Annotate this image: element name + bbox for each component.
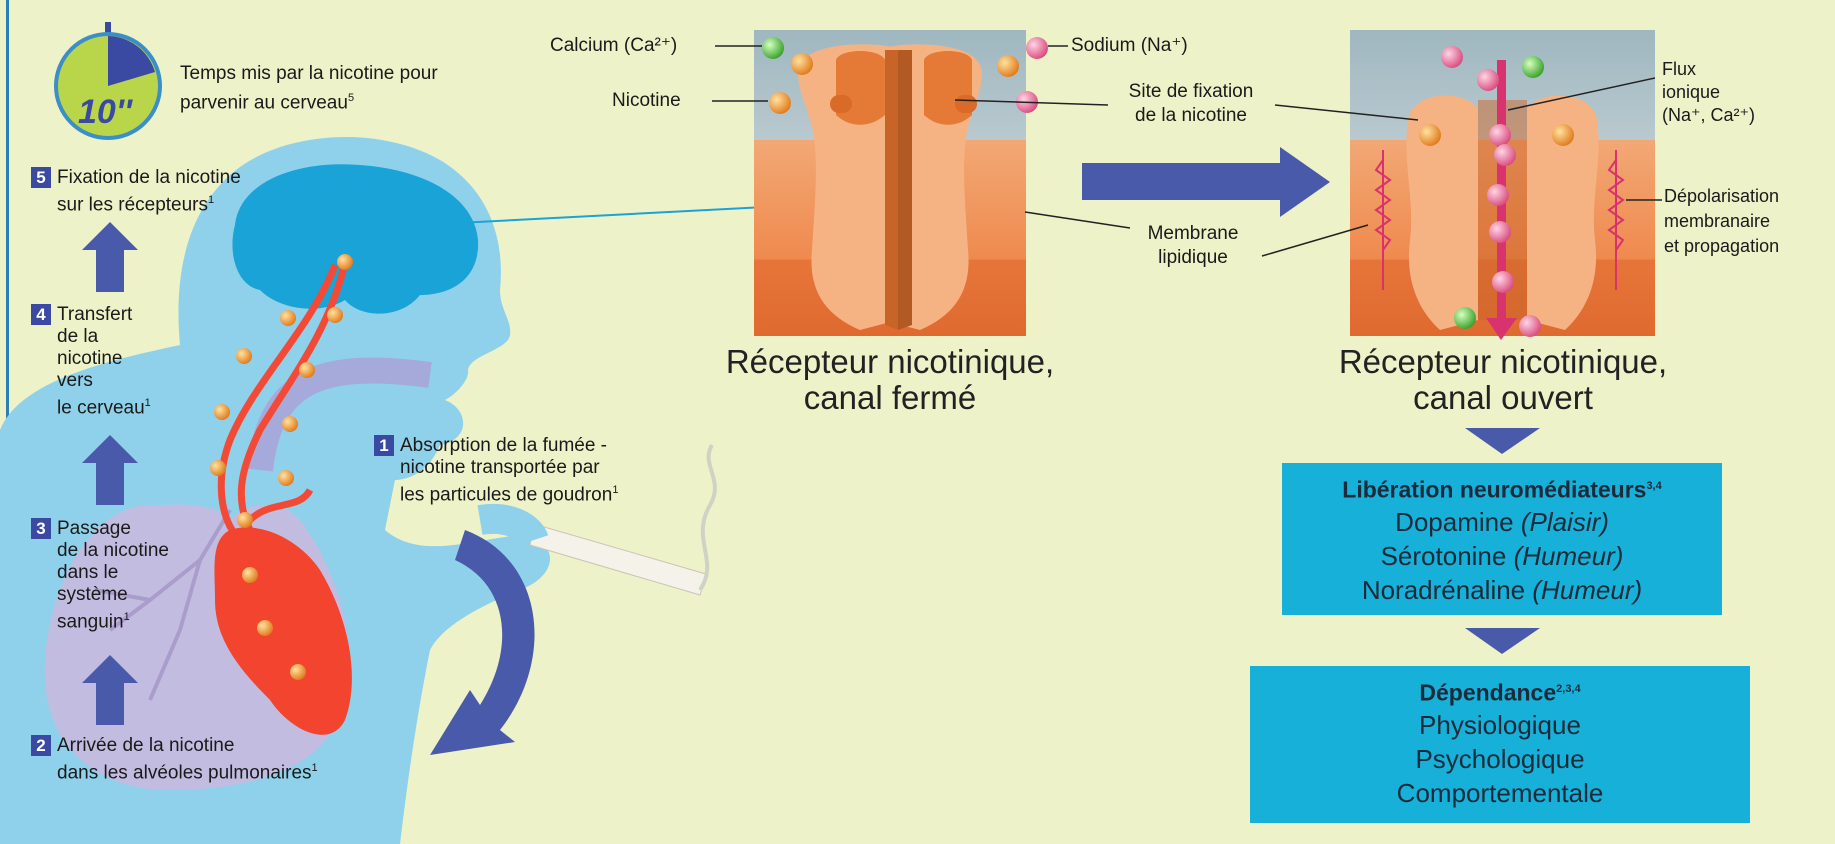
receptor-open [1350, 30, 1655, 340]
down-arrow-1 [1465, 428, 1540, 454]
neuromediator-item: Dopamine (Plaisir) [1282, 505, 1722, 539]
timer-value: 10'' [78, 94, 132, 130]
step-5-badge: 5 [31, 167, 51, 188]
neuromediator-name: Sérotonine [1381, 541, 1507, 571]
step-3-ref: 1 [124, 611, 130, 623]
neuromediators-title-text: Libération neuromédiateurs [1342, 477, 1646, 503]
label-depolarisation: Dépolarisation membranaire et propagatio… [1664, 184, 1779, 259]
dependence-box: Dépendance2,3,4 Physiologique Psychologi… [1250, 666, 1750, 823]
neuromediators-box: Libération neuromédiateurs3,4 Dopamine (… [1282, 463, 1722, 615]
neuromediator-name: Dopamine [1395, 507, 1514, 537]
label-nicotine: Nicotine [612, 89, 681, 113]
dependence-item: Psychologique [1250, 742, 1750, 776]
step-2-ref: 1 [312, 762, 318, 774]
label-calcium: Calcium (Ca²⁺) [550, 34, 677, 58]
neuromediators-title: Libération neuromédiateurs3,4 [1282, 471, 1722, 505]
step-2: 2 Arrivée de la nicotine dans les alvéol… [31, 735, 318, 784]
timer-label-text: Temps mis par la nicotine pour parvenir … [180, 63, 438, 113]
neuromediator-item: Sérotonine (Humeur) [1282, 539, 1722, 573]
label-sodium: Sodium (Na⁺) [1071, 34, 1188, 58]
dependence-ref: 2,3,4 [1556, 683, 1580, 695]
step-3-label: Passage de la nicotine dans le système s… [57, 518, 169, 632]
transition-arrow [1082, 147, 1330, 217]
step-5: 5 Fixation de la nicotine sur les récept… [31, 167, 241, 216]
step-3-text: Passage de la nicotine dans le système s… [57, 518, 169, 633]
neuromediators-ref: 3,4 [1646, 480, 1661, 492]
caption-closed: Récepteur nicotinique, canal fermé [705, 344, 1075, 416]
dependence-item: Physiologique [1250, 708, 1750, 742]
neuromediator-name: Noradrénaline [1362, 575, 1525, 605]
neuromediator-item: Noradrénaline (Humeur) [1282, 573, 1722, 607]
dependence-item: Comportementale [1250, 776, 1750, 810]
step-1: 1 Absorption de la fumée - nicotine tran… [374, 435, 618, 506]
step-2-label: Arrivée de la nicotine dans les alvéoles… [57, 735, 312, 783]
timer-label-ref: 5 [348, 92, 354, 104]
neuromediator-effect: (Humeur) [1514, 541, 1624, 571]
step-5-ref: 1 [208, 194, 214, 206]
step-2-text: Arrivée de la nicotine dans les alvéoles… [57, 735, 318, 784]
step-4: 4 Transfert de la nicotine vers le cerve… [31, 304, 151, 419]
step-5-label: Fixation de la nicotine sur les récepteu… [57, 167, 241, 215]
step-1-label: Absorption de la fumée - nicotine transp… [400, 435, 612, 505]
label-site: Site de fixation de la nicotine [1106, 80, 1276, 128]
dependence-title: Dépendance2,3,4 [1250, 674, 1750, 708]
step-4-badge: 4 [31, 304, 51, 325]
timer-label: Temps mis par la nicotine pour parvenir … [180, 38, 440, 115]
step-4-text: Transfert de la nicotine vers le cerveau… [57, 304, 151, 419]
step-3: 3 Passage de la nicotine dans le système… [31, 518, 169, 633]
label-membrane: Membrane lipidique [1128, 222, 1258, 270]
down-arrow-2 [1465, 628, 1540, 654]
receptor-closed [754, 30, 1048, 336]
neuromediator-effect: (Humeur) [1532, 575, 1642, 605]
step-1-ref: 1 [612, 484, 618, 496]
step-4-ref: 1 [145, 397, 151, 409]
step-4-label: Transfert de la nicotine vers le cerveau [57, 304, 145, 418]
step-1-text: Absorption de la fumée - nicotine transp… [400, 435, 618, 506]
dependence-title-text: Dépendance [1419, 680, 1556, 706]
neuromediator-effect: (Plaisir) [1521, 507, 1609, 537]
step-2-badge: 2 [31, 735, 51, 756]
step-5-text: Fixation de la nicotine sur les récepteu… [57, 167, 241, 216]
step-1-badge: 1 [374, 435, 394, 456]
label-flux: Flux ionique (Na⁺, Ca²⁺) [1662, 58, 1755, 127]
caption-open: Récepteur nicotinique, canal ouvert [1313, 344, 1693, 416]
step-3-badge: 3 [31, 518, 51, 539]
